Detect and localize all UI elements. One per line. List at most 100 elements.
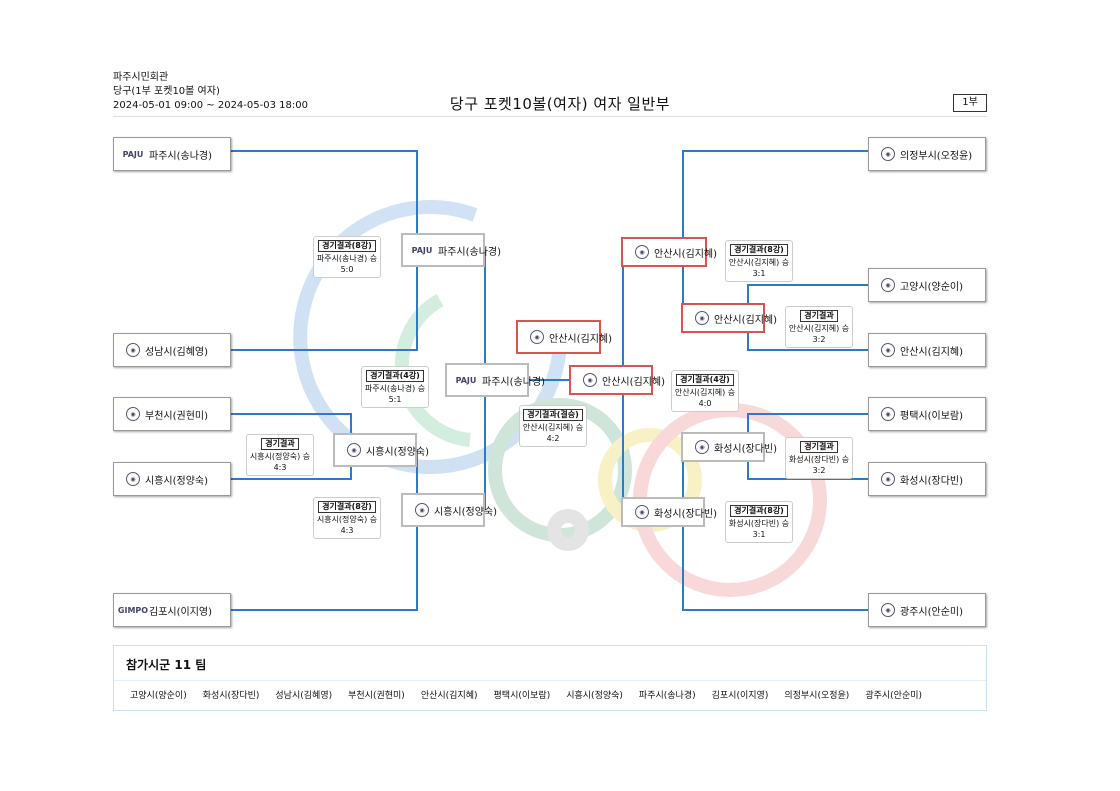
match-result[interactable]: 경기결과 화성시(장다빈) 승 3:2 [785,437,853,479]
team-name: 시흥시(정양숙) [434,506,498,518]
match-result[interactable]: 경기결과(8강) 안산시(김지혜) 승 3:1 [725,240,793,282]
team-name: 화성시(장다빈) [900,475,964,487]
team-name: 안산시(김지혜) [654,248,718,260]
team-name: 시흥시(정양숙) [145,475,209,487]
team-right-5[interactable]: ◉ 화성시(장다빈) [868,462,986,496]
match-result[interactable]: 경기결과(8강) 시흥시(정양숙) 승 4:3 [313,497,381,539]
team-left-r2-2[interactable]: ◉ 시흥시(정양숙) [333,433,429,467]
result-winner: 화성시(장다빈) 승 [788,455,850,464]
team-right-r2-2[interactable]: ◉ 안산시(김지혜) [681,303,777,333]
venue-label: 파주시민회관 [113,72,169,83]
participant-item: 화성시(장다빈) [202,691,260,701]
city-emblem-icon: ◉ [881,147,895,161]
team-left-2[interactable]: ◉ 성남시(김혜영) [113,333,231,367]
team-left-1[interactable]: PAJU 파주시(송나경) [113,137,231,171]
team-name: 평택시(이보람) [900,410,964,422]
team-left-4[interactable]: ◉ 시흥시(정양숙) [113,462,231,496]
team-right-2[interactable]: ◉ 고양시(양순이) [868,268,986,302]
team-right-1[interactable]: ◉ 의정부시(오정윤) [868,137,986,171]
result-winner: 안산시(김지혜) 승 [522,423,584,432]
result-title: 경기결과(8강) [730,244,788,256]
match-result[interactable]: 경기결과 시흥시(정양숙) 승 4:3 [246,434,314,476]
team-name: 화성시(장다빈) [654,508,718,520]
period-label: 2024-05-01 09:00 ~ 2024-05-03 18:00 [113,100,308,111]
team-name: 안산시(김지혜) [900,346,964,358]
team-name: 부천시(권현미) [145,410,209,422]
team-name: 파주시(송나경) [438,246,502,258]
result-title: 경기결과(4강) [676,374,734,386]
match-result[interactable]: 경기결과 안산시(김지혜) 승 3:2 [785,306,853,348]
result-score: 3:1 [752,269,766,278]
champion-box[interactable]: ◉ 안산시(김지혜) [516,320,612,354]
city-emblem-icon: ◉ [583,373,597,387]
result-score: 5:0 [340,265,354,274]
result-title: 경기결과(8강) [318,240,376,252]
participant-item: 평택시(이보람) [493,691,551,701]
participant-item: 광주시(안순미) [865,691,923,701]
participant-item: 고양시(양순이) [130,691,187,701]
team-name: 안산시(김지혜) [602,376,666,388]
participant-item: 부천시(권현미) [348,691,405,701]
result-score: 3:2 [812,466,826,475]
result-winner: 시흥시(정양숙) 승 [249,452,311,461]
result-title: 경기결과(결승) [523,409,583,421]
city-emblem-icon: ◉ [347,443,361,457]
result-score: 4:0 [698,399,712,408]
city-emblem-icon: ◉ [881,603,895,617]
result-title: 경기결과(8강) [730,505,788,517]
gimpo-logo-icon: GIMPO [117,605,149,615]
page-title: 당구 포켓10볼(여자) 여자 일반부 [449,95,671,113]
team-left-r2-3[interactable]: ◉ 시흥시(정양숙) [401,493,497,527]
city-emblem-icon: ◉ [695,440,709,454]
team-name: 파주시(송나경) [482,376,546,388]
match-result[interactable]: 경기결과(4강) 파주시(송나경) 승 5:1 [361,366,429,408]
team-name: 파주시(송나경) [149,150,213,162]
match-result-final[interactable]: 경기결과(결승) 안산시(김지혜) 승 4:2 [519,405,587,447]
team-left-5[interactable]: GIMPO 김포시(이지영) [113,593,231,627]
event-label: 당구(1부 포켓10볼 여자) [113,86,220,97]
result-winner: 안산시(김지혜) 승 [728,258,790,267]
team-right-3[interactable]: ◉ 안산시(김지혜) [868,333,986,367]
team-right-4[interactable]: ◉ 평택시(이보람) [868,397,986,431]
result-title: 경기결과(4강) [366,370,424,382]
team-name: 화성시(장다빈) [714,443,778,455]
participants-divider [114,680,986,681]
team-semi-right[interactable]: ◉ 안산시(김지혜) [569,365,665,395]
team-semi-left[interactable]: PAJU 파주시(송나경) [445,363,545,397]
team-left-r2-1[interactable]: PAJU 파주시(송나경) [401,233,501,267]
participants-list: 고양시(양순이) 화성시(장다빈) 성남시(김혜영) 부천시(권현미) 안산시(… [130,688,938,701]
result-score: 4:2 [546,434,560,443]
team-name: 안산시(김지혜) [549,333,613,345]
participants-title: 참가시군 11 팀 [126,658,207,672]
result-winner: 파주시(송나경) 승 [316,254,378,263]
team-name: 의정부시(오정윤) [900,150,973,162]
paju-logo-icon: PAJU [455,375,477,385]
team-right-r2-4[interactable]: ◉ 화성시(장다빈) [621,497,717,527]
match-result[interactable]: 경기결과(4강) 안산시(김지혜) 승 4:0 [671,370,739,412]
participants-panel: 참가시군 11 팀 고양시(양순이) 화성시(장다빈) 성남시(김혜영) 부천시… [113,645,987,711]
city-emblem-icon: ◉ [126,343,140,357]
city-emblem-icon: ◉ [881,407,895,421]
city-emblem-icon: ◉ [635,505,649,519]
team-name: 광주시(안순미) [900,606,964,618]
result-title: 경기결과 [800,441,838,453]
city-emblem-icon: ◉ [881,472,895,486]
city-emblem-icon: ◉ [635,245,649,259]
team-name: 김포시(이지영) [149,606,213,618]
participant-item: 성남시(김혜영) [275,691,333,701]
city-emblem-icon: ◉ [126,407,140,421]
paju-logo-icon: PAJU [122,149,144,159]
result-score: 5:1 [388,395,402,404]
result-title: 경기결과 [800,310,838,322]
result-winner: 안산시(김지혜) 승 [674,388,736,397]
team-right-r2-1[interactable]: ◉ 안산시(김지혜) [621,237,717,267]
match-result[interactable]: 경기결과(8강) 파주시(송나경) 승 5:0 [313,236,381,278]
team-left-3[interactable]: ◉ 부천시(권현미) [113,397,231,431]
team-right-r2-3[interactable]: ◉ 화성시(장다빈) [681,432,777,462]
page-number-box: 1부 [953,94,987,112]
team-right-6[interactable]: ◉ 광주시(안순미) [868,593,986,627]
city-emblem-icon: ◉ [530,330,544,344]
result-title: 경기결과 [261,438,299,450]
match-result[interactable]: 경기결과(8강) 화성시(장다빈) 승 3:1 [725,501,793,543]
city-emblem-icon: ◉ [695,311,709,325]
